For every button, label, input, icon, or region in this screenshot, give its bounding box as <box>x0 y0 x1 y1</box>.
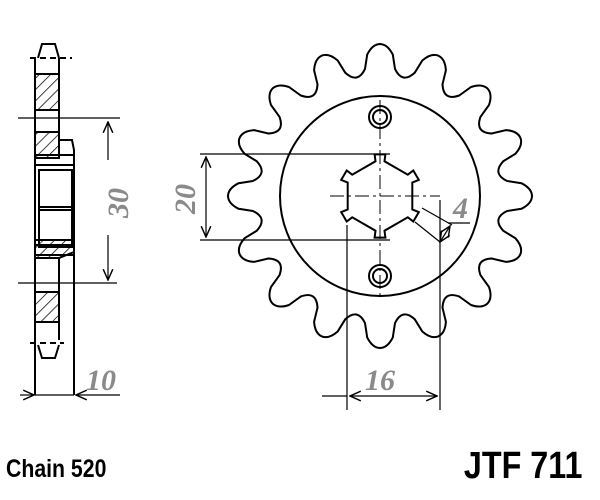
chain-size-label: Chain 520 <box>6 455 107 483</box>
side-view <box>18 43 120 395</box>
dimension-30: 30 <box>102 188 135 219</box>
part-number-label: JTF 711 <box>463 445 582 487</box>
dimension-4: 4 <box>452 192 468 225</box>
spline-bore <box>339 153 421 239</box>
dimension-10: 10 <box>86 364 116 397</box>
dimension-16: 16 <box>365 364 395 397</box>
front-view <box>200 42 534 410</box>
sprocket-teeth-outline <box>226 42 534 350</box>
dimension-20: 20 <box>169 184 202 215</box>
